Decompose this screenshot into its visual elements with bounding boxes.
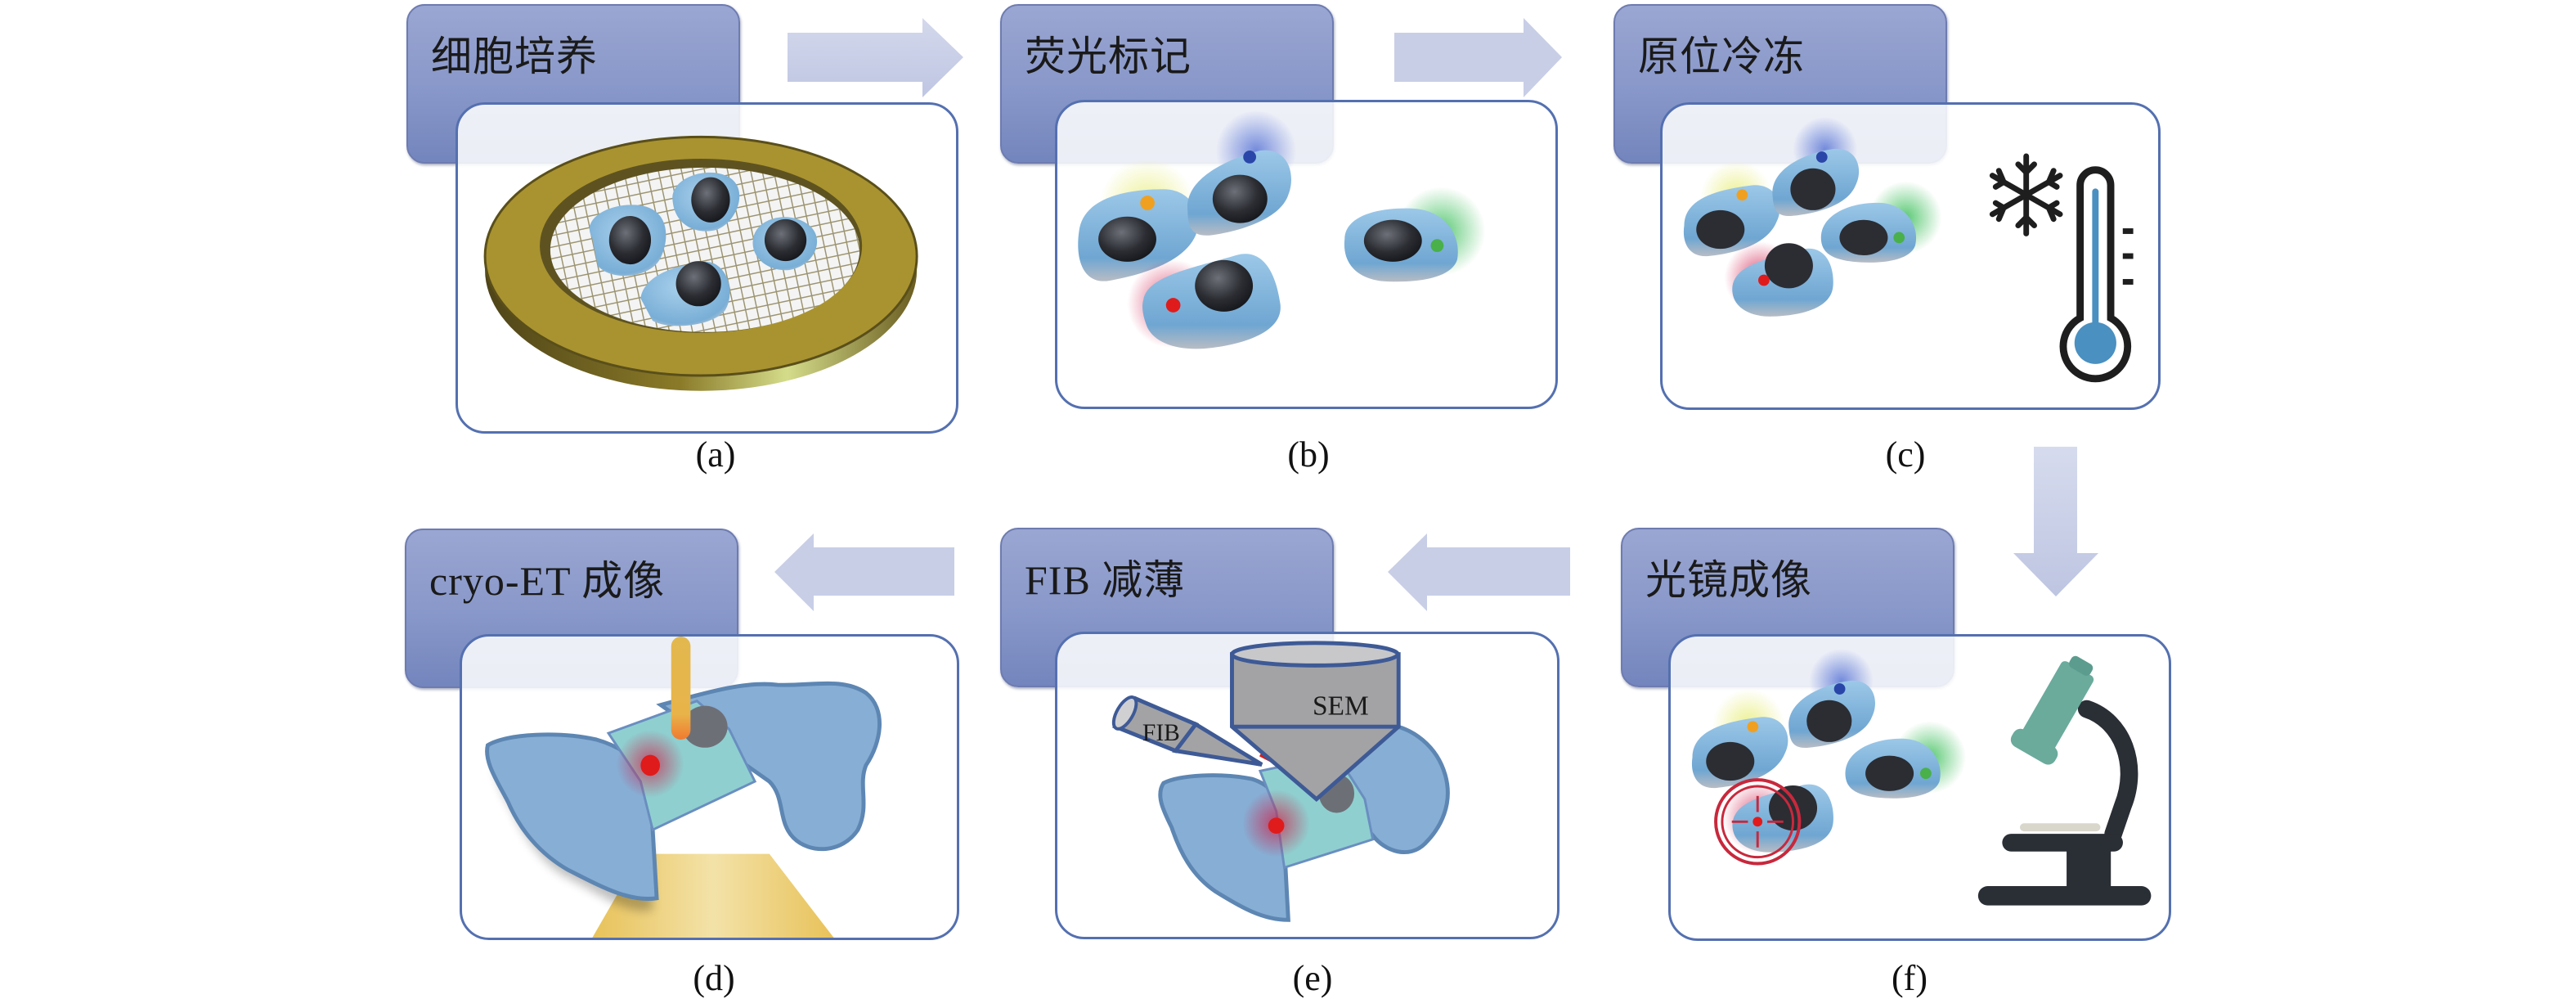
light-microscopy-illustration xyxy=(1691,648,2152,906)
step-c-panel xyxy=(1660,102,2161,410)
step-b-title: 荧光标记 xyxy=(1025,34,1192,79)
fluor-dot-red xyxy=(1758,274,1770,286)
fib-milling-illustration: SEM FIB xyxy=(1111,641,1450,922)
step-a-label: (a) xyxy=(695,434,736,475)
cryo-et-imaging-illustration xyxy=(485,637,882,938)
left-arrow-icon xyxy=(774,533,954,611)
cell-3 xyxy=(752,217,818,271)
arrow-f-to-e xyxy=(1388,533,1570,611)
step-d-label: (d) xyxy=(693,958,735,998)
arrow-e-to-d xyxy=(774,533,954,611)
fluorescent-labeled-cells-illustration xyxy=(1078,110,1486,349)
fib-column: FIB xyxy=(1111,695,1263,767)
right-arrow-icon xyxy=(1394,18,1562,97)
cell-4 xyxy=(640,261,730,326)
fluor-dot-green xyxy=(1430,239,1444,253)
step-f-label: (f) xyxy=(1892,958,1928,998)
sem-label: SEM xyxy=(1313,691,1369,721)
arrow-b-to-c xyxy=(1394,18,1562,97)
fluor-dot-red xyxy=(1165,298,1181,313)
target-crosshair-icon xyxy=(1714,778,1802,866)
electron-beam-rod xyxy=(671,637,691,740)
fluor-dot-blue xyxy=(1243,151,1256,164)
step-d-title: cryo-ET 成像 xyxy=(429,558,666,604)
fib-label: FIB xyxy=(1142,720,1180,746)
in-situ-freezing-illustration xyxy=(1683,116,2134,383)
fluor-dot-orange xyxy=(1747,721,1759,733)
down-arrow-icon xyxy=(2013,447,2098,596)
step-d-panel xyxy=(460,634,959,940)
fluor-dot-orange xyxy=(1140,196,1155,210)
microscope-icon xyxy=(1977,655,2152,906)
arrow-c-to-f xyxy=(2013,447,2098,596)
cell-1 xyxy=(589,205,666,277)
step-e-label: (e) xyxy=(1292,958,1333,998)
fluor-dot-orange xyxy=(1736,189,1748,201)
target-point xyxy=(640,754,660,776)
step-f-title: 光镜成像 xyxy=(1645,557,1812,603)
fluor-dot-green xyxy=(1919,767,1932,780)
right-arrow-icon xyxy=(788,18,963,97)
step-c-label: (c) xyxy=(1885,434,1926,475)
fluor-dot-blue xyxy=(1833,683,1846,695)
target-point xyxy=(1268,817,1285,835)
step-a-panel xyxy=(456,102,958,434)
step-e-panel: SEM FIB xyxy=(1055,632,1560,939)
step-e-title: FIB 减薄 xyxy=(1025,557,1186,603)
snowflake-icon xyxy=(1989,153,2063,236)
lamella-left-flap xyxy=(485,732,659,901)
step-c-title: 原位冷冻 xyxy=(1638,34,1805,79)
step-b-label: (b) xyxy=(1287,434,1330,475)
fluor-dot-green xyxy=(1893,232,1905,244)
left-arrow-icon xyxy=(1388,533,1570,611)
thermometer-icon xyxy=(2059,166,2134,383)
step-b-panel xyxy=(1055,100,1558,409)
step-a-title: 细胞培养 xyxy=(431,34,598,79)
nucleus xyxy=(682,705,728,748)
cell-culture-grid-illustration xyxy=(483,135,918,391)
cell-2 xyxy=(672,172,740,232)
arrow-a-to-b xyxy=(788,18,963,97)
sem-column: SEM xyxy=(1230,641,1401,802)
fluor-dot-blue xyxy=(1815,151,1828,163)
step-f-panel xyxy=(1668,634,2171,941)
